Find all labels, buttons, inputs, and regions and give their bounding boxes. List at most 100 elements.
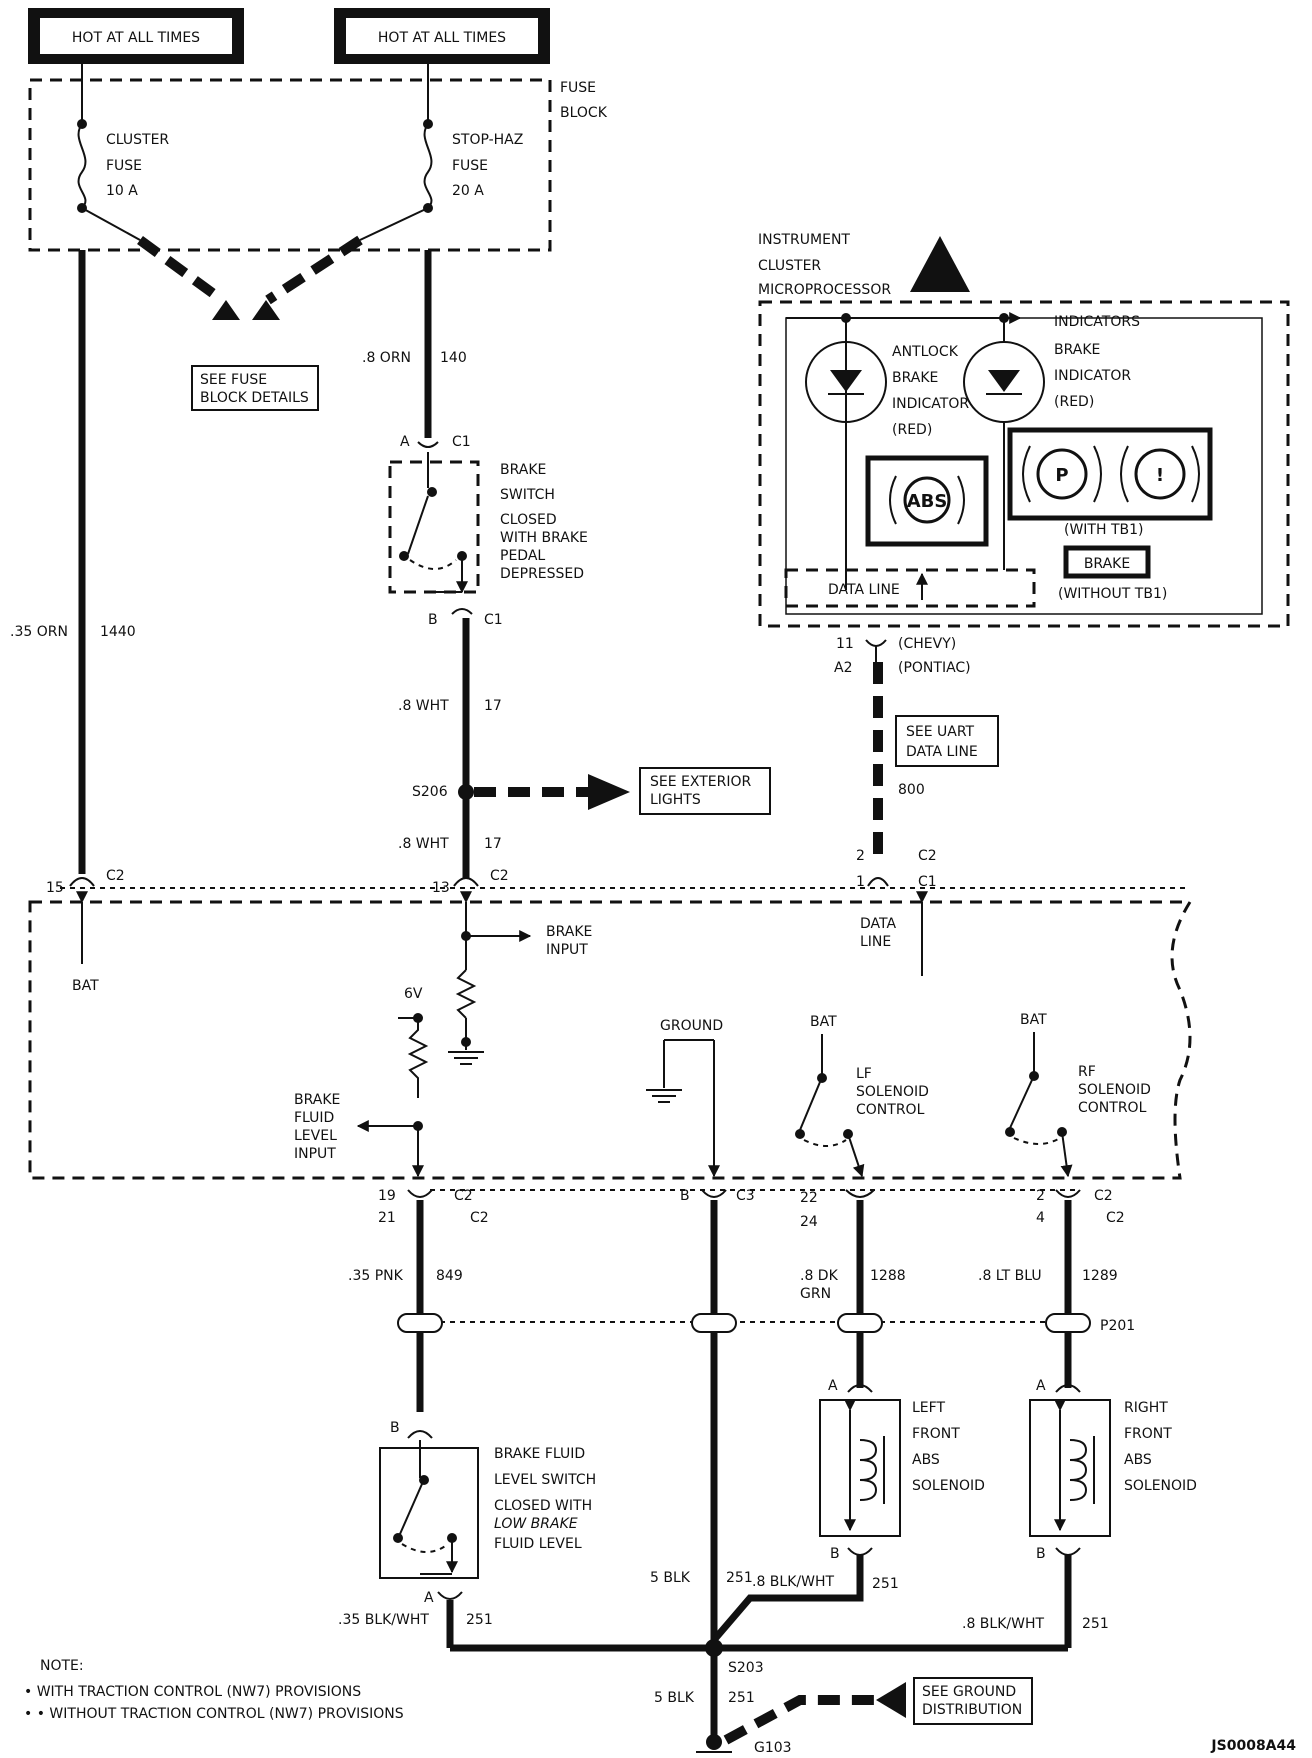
ground-g103: G103 bbox=[754, 1740, 792, 1756]
dl-pin-1: 2 bbox=[856, 848, 865, 864]
module-bfl-1: BRAKE bbox=[294, 1092, 340, 1108]
see-ground-distribution-box: SEE GROUND DISTRIBUTION bbox=[913, 1677, 1033, 1725]
rf-pin-1: 2 bbox=[1036, 1188, 1045, 1204]
wire-1440-gauge: .35 ORN bbox=[10, 624, 68, 640]
brake-telltale-no-tb1 bbox=[1063, 545, 1151, 579]
dl-conn-1: C2 bbox=[918, 848, 937, 864]
rf-pin-2: 4 bbox=[1036, 1210, 1045, 1226]
brake-switch-desc-2: WITH BRAKE bbox=[500, 530, 588, 546]
drawing-id: JS0008A44 bbox=[1210, 1738, 1296, 1754]
wire-17b-number: 17 bbox=[484, 836, 502, 852]
bfl-pin-1: 19 bbox=[378, 1188, 396, 1204]
see-uart-line-1: SEE UART bbox=[906, 724, 975, 740]
brake-switch-desc-3: PEDAL bbox=[500, 548, 545, 564]
hot-label-left: HOT AT ALL TIMES bbox=[72, 30, 200, 46]
wire-251-right-gauge: .8 BLK/WHT bbox=[962, 1616, 1044, 1632]
abs-icon-label: ABS bbox=[907, 491, 948, 512]
module-internals: BAT BRAKE INPUT DATA LINE 6V BRAKE FLUID… bbox=[72, 891, 1151, 1178]
left-front-abs-solenoid: A LEFT FRONT ABS SOLENOID B bbox=[819, 1378, 985, 1562]
wire-800-number: 800 bbox=[898, 782, 925, 798]
wire-1289-gauge: .8 LT BLU bbox=[978, 1268, 1042, 1284]
wire-1440-number: 1440 bbox=[100, 624, 136, 640]
bfl-switch-conn-a: A bbox=[424, 1590, 434, 1606]
cluster-indicators: INDICATORS bbox=[1054, 314, 1140, 330]
module-brake-input-1: BRAKE bbox=[546, 924, 592, 940]
rf-sol-conn-a: A bbox=[1036, 1378, 1046, 1394]
dl-pin-2: 1 bbox=[856, 874, 865, 890]
splice-s203: S203 bbox=[728, 1660, 764, 1676]
splice-s206-dot bbox=[458, 784, 474, 800]
cluster-pontiac: (PONTIAC) bbox=[898, 660, 971, 676]
antlock-label-2: BRAKE bbox=[892, 370, 938, 386]
see-exterior-line-1: SEE EXTERIOR bbox=[650, 774, 751, 790]
note-line-1: • WITH TRACTION CONTROL (NW7) PROVISIONS bbox=[24, 1684, 361, 1700]
module-bat-lf: BAT bbox=[810, 1014, 837, 1030]
rf-conn-1: C2 bbox=[1094, 1188, 1113, 1204]
rf-sol-label-4: SOLENOID bbox=[1124, 1478, 1197, 1494]
hot-label-right: HOT AT ALL TIMES bbox=[378, 30, 506, 46]
lf-sol-label-2: FRONT bbox=[912, 1426, 960, 1442]
wire-140-number: 140 bbox=[440, 350, 467, 366]
bfl-switch-title-1: BRAKE FLUID bbox=[494, 1446, 585, 1462]
without-tb1-label: (WITHOUT TB1) bbox=[1058, 586, 1167, 602]
see-fuse-line-2: BLOCK DETAILS bbox=[200, 390, 309, 406]
wire-251-left-number: 251 bbox=[466, 1612, 493, 1628]
brake-switch-title-2: SWITCH bbox=[500, 487, 555, 503]
cluster-fuse: CLUSTER FUSE 10 A bbox=[77, 64, 169, 213]
brake-switch-title-1: BRAKE bbox=[500, 462, 546, 478]
brake-box-label: BRAKE bbox=[1084, 556, 1130, 572]
instrument-cluster: INSTRUMENT CLUSTER MICROPROCESSOR INDICA… bbox=[758, 232, 1290, 628]
abs-telltale bbox=[865, 455, 989, 547]
i-icon-label: ! bbox=[1156, 465, 1164, 486]
antlock-label-3: INDICATOR bbox=[892, 396, 969, 412]
module-data-line-1: DATA bbox=[860, 916, 896, 932]
brake-ind-label-3: (RED) bbox=[1054, 394, 1094, 410]
bfl-switch-desc-2: LOW BRAKE bbox=[494, 1516, 578, 1532]
p201-label: P201 bbox=[1100, 1318, 1135, 1334]
lf-sol-label-3: ABS bbox=[912, 1452, 940, 1468]
antlock-label-1: ANTLOCK bbox=[892, 344, 959, 360]
module-bat: BAT bbox=[72, 978, 99, 994]
rf-sol-label-2: FRONT bbox=[1124, 1426, 1172, 1442]
inline-connector-p201 bbox=[397, 1313, 1091, 1333]
hot-at-all-times-box-right: HOT AT ALL TIMES bbox=[334, 8, 550, 64]
splice-s206: S206 bbox=[412, 784, 448, 800]
bfl-pin-2: 21 bbox=[378, 1210, 396, 1226]
brake-switch-conn-b-id: C1 bbox=[484, 612, 503, 628]
cluster-data-line: DATA LINE bbox=[828, 582, 900, 598]
lf-sol-label-4: SOLENOID bbox=[912, 1478, 985, 1494]
wire-849-gauge: .35 PNK bbox=[348, 1268, 404, 1284]
rf-label-2: SOLENOID bbox=[1078, 1082, 1151, 1098]
stop-haz-fuse-rating: 20 A bbox=[452, 183, 484, 199]
note-title: NOTE: bbox=[40, 1658, 84, 1674]
module-data-line-2: LINE bbox=[860, 934, 891, 950]
wire-251-right-number: 251 bbox=[1082, 1616, 1109, 1632]
brake-fluid-level-switch: B BRAKE FLUID LEVEL SWITCH CLOSED WITH L… bbox=[379, 1420, 596, 1606]
fuse-block-label-1: FUSE bbox=[560, 80, 596, 96]
brake-ind-label-1: BRAKE bbox=[1054, 342, 1100, 358]
see-exterior-lights-box: SEE EXTERIOR LIGHTS bbox=[639, 767, 771, 815]
wire-849-number: 849 bbox=[436, 1268, 463, 1284]
note-line-2: • • WITHOUT TRACTION CONTROL (NW7) PROVI… bbox=[24, 1706, 404, 1722]
module-bat-rf: BAT bbox=[1020, 1012, 1047, 1028]
module-bfl-2: FLUID bbox=[294, 1110, 334, 1126]
rf-sol-label-1: RIGHT bbox=[1124, 1400, 1168, 1416]
bfl-switch-title-2: LEVEL SWITCH bbox=[494, 1472, 596, 1488]
wire-140-gauge: .8 ORN bbox=[362, 350, 411, 366]
brake-switch: A C1 BRAKE SWITCH CLOSED WITH BRAKE PEDA… bbox=[388, 434, 588, 628]
lf-pin-1: 22 bbox=[800, 1190, 818, 1206]
see-uart-line-2: DATA LINE bbox=[906, 744, 978, 760]
brake-pin: 13 bbox=[432, 880, 450, 896]
fuse-block-label-2: BLOCK bbox=[560, 105, 608, 121]
cluster-title-1: INSTRUMENT bbox=[758, 232, 850, 248]
with-tb1-label: (WITH TB1) bbox=[1064, 522, 1144, 538]
rf-label-1: RF bbox=[1078, 1064, 1096, 1080]
lf-sol-conn-b: B bbox=[830, 1546, 840, 1562]
antlock-label-4: (RED) bbox=[892, 422, 932, 438]
dl-conn-2: C1 bbox=[918, 874, 937, 890]
rf-sol-label-3: ABS bbox=[1124, 1452, 1152, 1468]
lf-sol-conn-a: A bbox=[828, 1378, 838, 1394]
brake-switch-conn-a: A bbox=[400, 434, 410, 450]
rf-conn-2: C2 bbox=[1106, 1210, 1125, 1226]
